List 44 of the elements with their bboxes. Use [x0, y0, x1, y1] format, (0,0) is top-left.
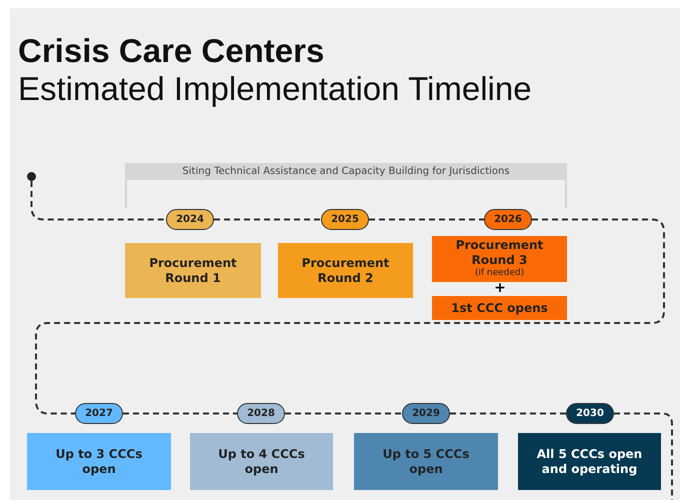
year-label: 2029: [412, 408, 440, 419]
milestone-box: [432, 236, 567, 282]
node-text: All 5 CCCs open and operating: [536, 446, 644, 476]
year-pill: [321, 209, 369, 230]
year-label: 2027: [85, 408, 113, 419]
milestone-box: [125, 243, 261, 298]
node-text: Up to 5 CCCs open: [382, 446, 470, 476]
node-text: Procurement Round 3: [454, 238, 544, 268]
timeline-connector: [30, 181, 166, 220]
timeline-connector: [369, 218, 484, 220]
node-text: Procurement Round 1: [148, 256, 238, 286]
timeline-connector: [285, 412, 402, 414]
year-pill: [402, 403, 450, 424]
timeline-connector: [123, 412, 237, 414]
year-label: 2024: [176, 214, 204, 225]
milestone-box: [354, 433, 498, 490]
note-text: (if needed): [474, 268, 526, 280]
milestone-box: [278, 243, 413, 298]
year-label: 2026: [494, 214, 522, 225]
node-text: Procurement Round 2: [300, 256, 390, 286]
subtitle: Estimated Implementation Timeline: [18, 70, 532, 108]
node-text: 1st CCC opens: [450, 300, 549, 316]
timeline-connector: [35, 218, 665, 414]
timeline-connector: [614, 412, 673, 500]
year-pill: [166, 209, 214, 230]
plus-sign: +: [493, 280, 507, 296]
year-label: 2028: [247, 408, 275, 419]
milestone-box: [190, 433, 333, 490]
title: Crisis Care Centers: [18, 32, 324, 70]
year-pill: [566, 403, 614, 424]
bracket-band: [125, 163, 567, 180]
year-pill: [237, 403, 285, 424]
milestone-box: [432, 296, 567, 320]
year-label: 2030: [576, 408, 604, 419]
year-label: 2025: [331, 214, 359, 225]
timeline-connector: [214, 218, 321, 220]
timeline-connector: [450, 412, 566, 414]
milestone-box: [27, 433, 171, 490]
node-text: Up to 4 CCCs open: [217, 446, 306, 476]
year-pill: [484, 209, 532, 230]
node-text: Siting Technical Assistance and Capacity Building for Jurisdictions: [182, 166, 510, 177]
year-pill: [75, 403, 123, 424]
milestone-box: [518, 433, 661, 490]
node-text: Up to 3 CCCs open: [54, 446, 144, 476]
